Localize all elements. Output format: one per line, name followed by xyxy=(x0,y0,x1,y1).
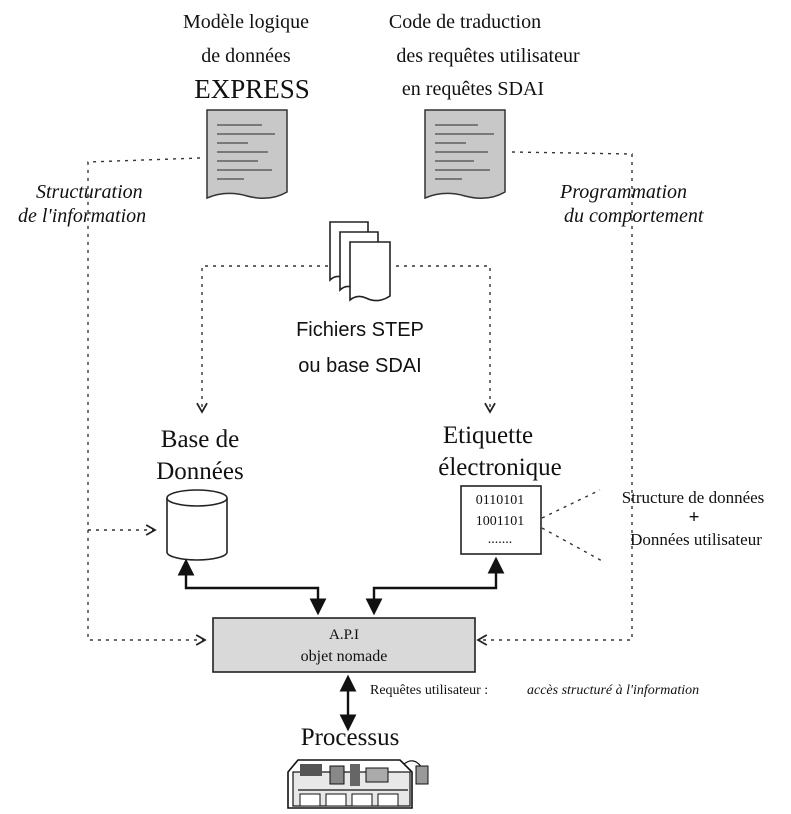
left-flow-label-line1: Structuration xyxy=(36,181,143,203)
process-machine-icon xyxy=(287,759,429,809)
code-label-line3: en requêtes SDAI xyxy=(401,78,545,100)
right-flow-label-line1: Programmation xyxy=(560,181,688,203)
code-label-line1: Code de traduction xyxy=(388,11,542,33)
code-document-icon xyxy=(424,109,506,200)
structure-label-line2: Données utilisateur xyxy=(630,530,762,549)
right-flow-label-line2: du comportement xyxy=(564,205,704,227)
code-label-line2: des requêtes utilisateur xyxy=(396,45,580,67)
tag-box xyxy=(460,485,542,555)
tag-bits-line3: ....... xyxy=(487,532,513,547)
solid-arrows xyxy=(177,556,505,732)
model-label-express: EXPRESS xyxy=(194,74,310,104)
files-label-line1: Fichiers STEP xyxy=(296,319,424,341)
tag-label-line1: Etiquette xyxy=(442,422,534,449)
model-label-line1: Modèle logique xyxy=(182,11,310,33)
api-label-line2: objet nomade xyxy=(300,648,388,665)
files-label-line2: ou base SDAI xyxy=(298,355,422,377)
left-flow-label-line2: de l'information xyxy=(18,205,147,227)
tag-bits-line2: 1001101 xyxy=(475,514,525,529)
database-label-line1: Base de xyxy=(160,426,240,453)
express-document-icon xyxy=(206,109,288,200)
dotted-connectors xyxy=(87,151,633,646)
api-box xyxy=(212,617,476,673)
api-label-line1: A.P.I xyxy=(328,627,360,643)
tag-label-line2: électronique xyxy=(438,454,562,481)
model-label-line2: de données xyxy=(201,45,291,67)
step-files-icon xyxy=(329,221,391,302)
structure-label-line1: Structure de données xyxy=(621,488,765,507)
requests-label: Requêtes utilisateur : xyxy=(370,683,489,698)
database-label-line2: Données xyxy=(156,458,244,485)
process-label: Processus xyxy=(300,724,400,751)
structure-label-plus: + xyxy=(688,507,700,528)
tag-bits-line1: 0110101 xyxy=(475,493,525,508)
requests-detail: accès structuré à l'information xyxy=(527,683,700,698)
database-cylinder-icon xyxy=(166,489,228,561)
